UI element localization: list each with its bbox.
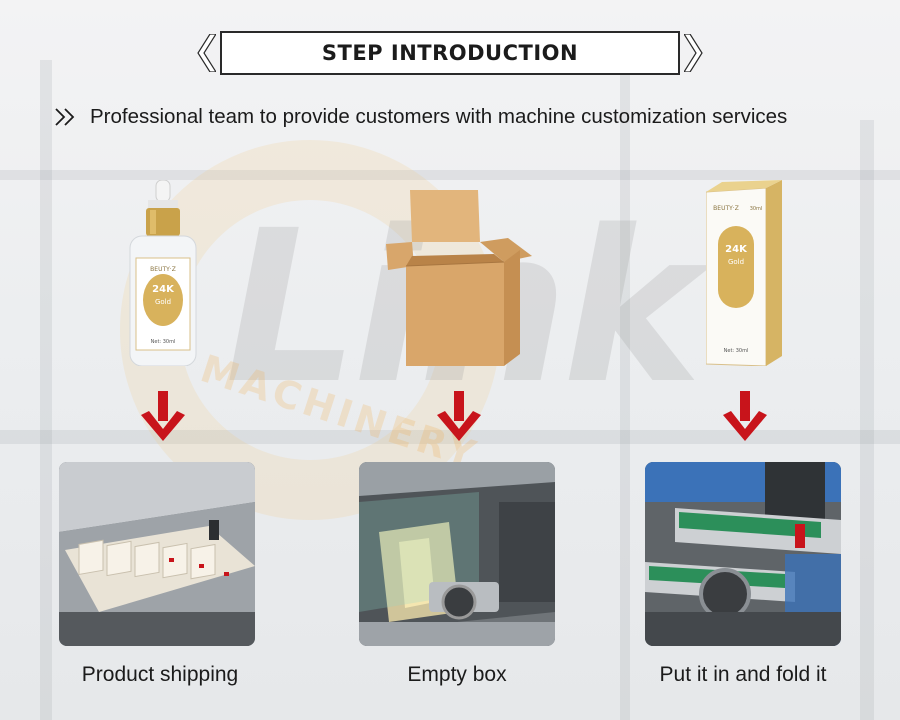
empty-cardboard-box-image (386, 190, 532, 366)
carton-big: 24K (725, 244, 748, 255)
bottle-mid: Gold (155, 298, 171, 306)
serum-carton-image: BEUTY·Z 30ml 24K Gold Net: 30ml (706, 180, 782, 366)
ribbon-left-chevron-icon (197, 34, 216, 72)
bottle-big: 24K (152, 284, 175, 295)
bottle-brand: BEUTY·Z (150, 266, 176, 273)
double-chevron-right-icon (55, 108, 75, 126)
step-caption: Empty box (407, 663, 507, 686)
carton-brand: BEUTY·Z (713, 205, 739, 212)
step-caption: Put it in and fold it (659, 663, 827, 686)
down-arrow-icon (141, 391, 185, 441)
serum-bottle-image: BEUTY·Z 24K Gold Net: 30ml (129, 180, 197, 366)
bottle-net: Net: 30ml (151, 339, 176, 345)
carton-mid: Gold (728, 258, 744, 266)
product-shipping-machine-photo (59, 462, 255, 646)
carton-net: Net: 30ml (724, 348, 749, 354)
step-caption: Product shipping (81, 663, 239, 686)
fold-machine-photo (645, 462, 841, 646)
page-title: STEP INTRODUCTION (321, 41, 579, 65)
empty-box-machine-photo (359, 462, 555, 646)
ribbon-right-chevron-icon (684, 34, 703, 72)
subtitle-row: Professional team to provide customers w… (54, 105, 787, 129)
carton-tag: 30ml (750, 206, 763, 212)
title-ribbon: STEP INTRODUCTION (220, 31, 680, 75)
down-arrow-icon (437, 391, 481, 441)
subtitle: Professional team to provide customers w… (90, 105, 788, 128)
down-arrow-icon (723, 391, 767, 441)
